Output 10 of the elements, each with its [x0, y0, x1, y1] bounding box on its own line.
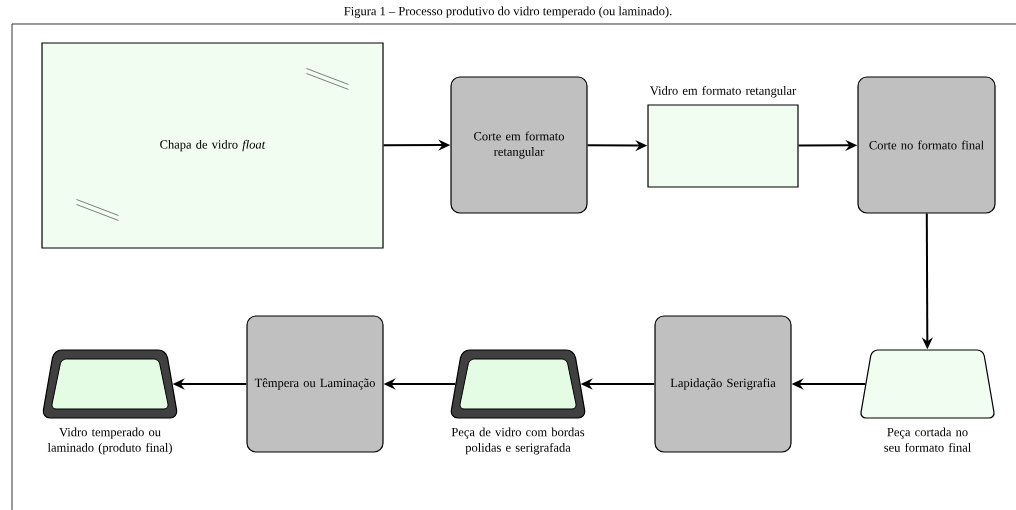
- process-box: Corte no formato final: [857, 76, 996, 214]
- plate-caption: Vidro em formato retangular: [649, 85, 797, 98]
- process-box: Têmpera ou Laminação: [246, 315, 384, 453]
- glass-sheet: Chapa de vidro float: [41, 42, 384, 249]
- figure-title: Figura 1 – Processo produtivo do vidro temperado (ou laminado).: [344, 6, 672, 18]
- process-box: Corte em formato retangular: [450, 76, 588, 214]
- piece-caption: Peça de vidro com bordas polidas e serigrafada: [451, 427, 585, 455]
- process-box: Lapidação Serigrafia: [654, 315, 792, 453]
- piece-caption: Peça cortada no seu formato final: [884, 427, 971, 452]
- piece-caption: Vidro temperado ou laminado (produto final): [47, 427, 172, 455]
